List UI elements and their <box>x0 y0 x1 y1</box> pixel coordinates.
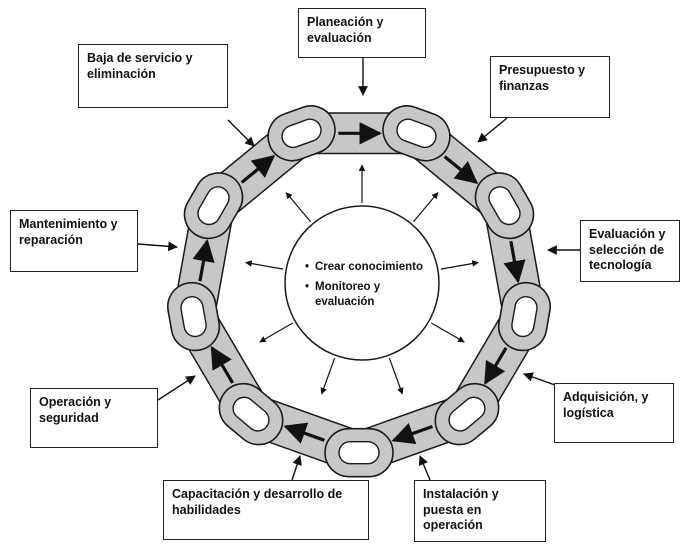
box-to-chain-arrow <box>418 455 431 481</box>
radial-arrow <box>320 357 336 395</box>
stage-adquisicion: Adquisición, y logística <box>554 383 674 443</box>
center-item-crear: •Crear conocimiento <box>305 261 423 273</box>
stage-presupuesto: Presupuesto y finanzas <box>490 56 610 118</box>
chain-link <box>218 382 284 446</box>
stage-baja: Baja de servicio y eliminación <box>78 44 228 108</box>
chain-link <box>382 105 451 162</box>
box-to-chain-arrow <box>523 372 556 386</box>
radial-arrow <box>245 260 284 270</box>
cycle-arrows <box>192 122 526 445</box>
box-arrows <box>137 58 580 481</box>
box-to-chain-arrow <box>137 241 178 252</box>
stage-planeacion: Planeación y evaluación <box>298 8 426 58</box>
box-to-chain-arrow <box>477 117 508 143</box>
stage-evaluacion-tecnologia: Evaluación y selección de tecnología <box>580 220 680 282</box>
center-item-monitoreo: •Monitoreo y <box>305 280 381 293</box>
stage-baja-label: Baja de servicio y eliminación <box>87 51 193 81</box>
chain-link <box>474 172 535 240</box>
box-to-chain-arrow <box>291 455 302 481</box>
cycle-arrow <box>503 240 526 284</box>
radial-arrow <box>412 192 439 223</box>
stage-instalacion-label: Instalación y puesta en operación <box>423 487 499 533</box>
chain-link <box>324 427 394 478</box>
radial-arrow <box>430 322 465 343</box>
center-text: •Crear conocimiento •Monitoreo y evaluac… <box>305 260 425 310</box>
stage-planeacion-label: Planeación y evaluación <box>307 15 384 45</box>
stage-mantenimiento: Mantenimiento y reparación <box>10 210 138 272</box>
stage-capacitacion: Capacitación y desarrollo de habilidades <box>163 480 369 540</box>
stage-mantenimiento-label: Mantenimiento y reparación <box>19 217 118 247</box>
stage-operacion: Operación y seguridad <box>30 388 158 448</box>
stage-adquisicion-label: Adquisición, y logística <box>563 390 649 420</box>
chain-link <box>497 281 551 352</box>
stage-instalacion: Instalación y puesta en operación <box>414 480 546 542</box>
radial-arrows <box>245 164 479 395</box>
radial-arrow <box>440 260 479 270</box>
chain-link <box>434 382 500 446</box>
center-item-crear-label: Crear conocimiento <box>315 261 423 273</box>
cycle-arrow <box>192 238 215 282</box>
cycle-arrow <box>391 422 433 445</box>
cycle-arrow <box>283 422 325 444</box>
center-circle <box>284 205 440 361</box>
chain-link <box>183 172 244 240</box>
cycle-arrow <box>240 155 276 184</box>
cycle-arrow <box>483 346 508 385</box>
cycle-arrow <box>210 345 235 384</box>
box-to-chain-arrow <box>157 375 196 401</box>
radial-arrow <box>388 357 404 395</box>
cycle-arrow <box>443 155 479 184</box>
stage-presupuesto-label: Presupuesto y finanzas <box>499 63 586 93</box>
center-item-monitoreo-label2: evaluación <box>315 295 375 308</box>
radial-arrow <box>259 322 294 343</box>
stage-capacitacion-label: Capacitación y desarrollo de habilidades <box>172 487 343 517</box>
radial-arrow <box>285 192 312 223</box>
stage-evaluacion-tecnologia-label: Evaluación y selección de tecnología <box>589 227 666 273</box>
box-to-chain-arrow <box>227 119 255 147</box>
stage-operacion-label: Operación y seguridad <box>39 395 112 425</box>
center-item-monitoreo-line2: evaluación <box>305 295 425 310</box>
center-item-monitoreo-label: Monitoreo y <box>315 280 381 293</box>
chain-link <box>267 105 336 162</box>
